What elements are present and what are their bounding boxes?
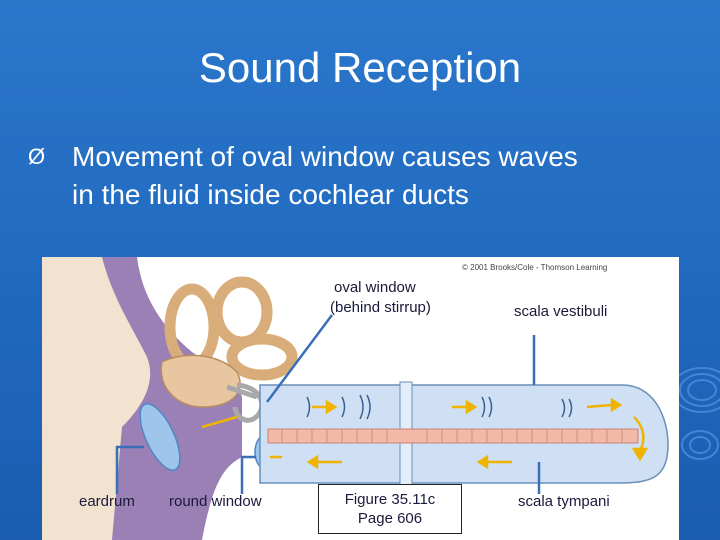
uncoiled-cochlea — [202, 382, 668, 486]
label-oval-window: oval window — [334, 279, 416, 296]
bullet-text-line-1: Movement of oval window causes waves — [72, 140, 578, 174]
label-scala-tympani: scala tympani — [518, 493, 610, 510]
label-behind-stirrup: (behind stirrup) — [330, 299, 431, 316]
slide-title: Sound Reception — [0, 44, 720, 92]
basilar-membrane — [268, 429, 638, 443]
figure-caption: Figure 35.11c Page 606 — [318, 484, 462, 534]
bullet-text-line-2: in the fluid inside cochlear ducts — [72, 178, 469, 212]
caption-page-number: Page 606 — [319, 509, 461, 528]
cochlea-figure: © 2001 Brooks/Cole - Thomson Learning ov… — [42, 257, 679, 540]
label-round-window: round window — [169, 493, 262, 510]
figure-copyright: © 2001 Brooks/Cole - Thomson Learning — [462, 263, 607, 272]
bullet-arrow-icon: Ø — [28, 140, 45, 174]
label-scala-vestibuli: scala vestibuli — [514, 303, 607, 320]
label-eardrum: eardrum — [79, 493, 135, 510]
caption-figure-number: Figure 35.11c — [319, 490, 461, 509]
